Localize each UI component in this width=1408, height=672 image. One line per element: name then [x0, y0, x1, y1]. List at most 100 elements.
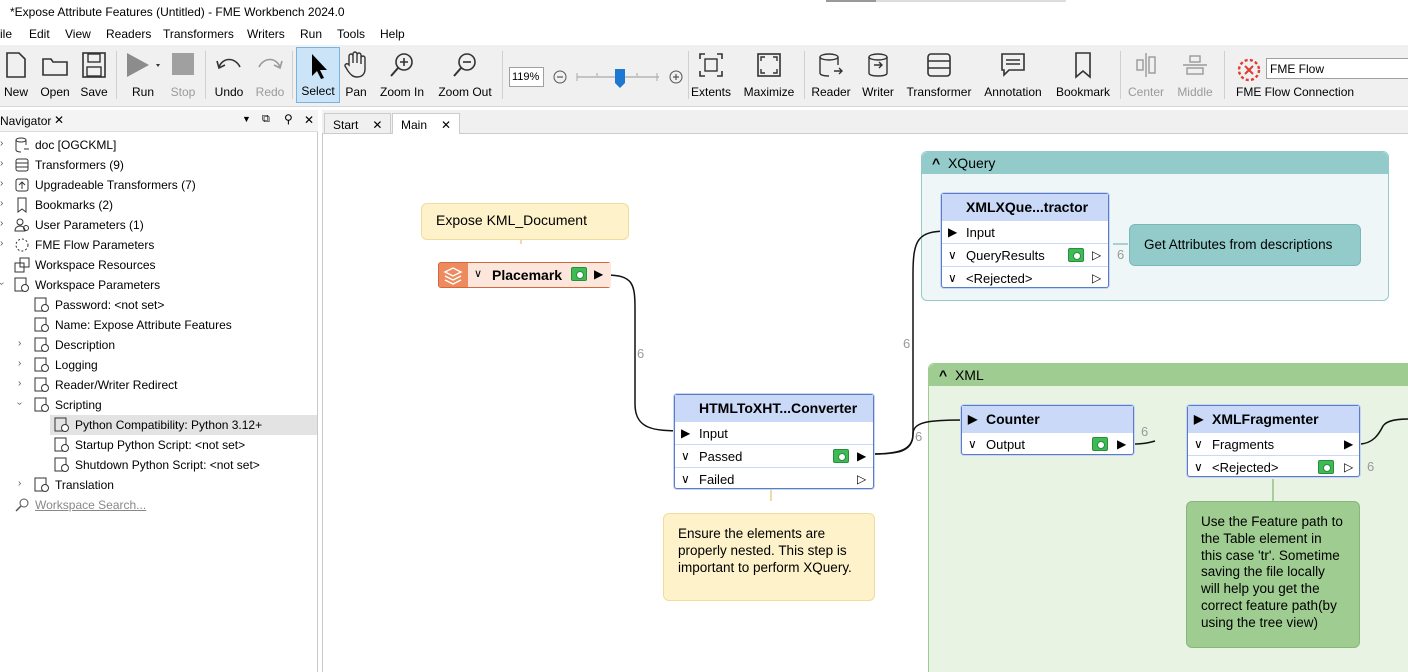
menu-run[interactable]: Run: [300, 27, 323, 41]
annotation-ensure-nested[interactable]: Ensure the elements are properly nested.…: [663, 513, 875, 601]
nav-item-user-parameters[interactable]: User Parameters (1): [14, 215, 144, 235]
expand-icon[interactable]: ›: [18, 478, 22, 489]
workspace-canvas[interactable]: ^ XQuery ^ XML 6 6 6 6 6 6 Expose KML_Do…: [322, 134, 1408, 672]
menu-transformers[interactable]: Transformers: [163, 27, 234, 41]
navigator-close-icon[interactable]: ✕: [54, 113, 65, 127]
annotation-feature-path[interactable]: Use the Feature path to the Table elemen…: [1186, 501, 1360, 648]
writer-button[interactable]: Writer: [858, 47, 898, 103]
expand-icon[interactable]: ›: [0, 138, 4, 149]
output-arrow-icon[interactable]: ▷: [1344, 460, 1354, 474]
extents-button[interactable]: Extents: [690, 47, 732, 103]
output-arrow-icon[interactable]: ▷: [1092, 271, 1102, 285]
tab-main[interactable]: Main✕: [392, 113, 461, 134]
nav-item-password[interactable]: Password: <not set>: [34, 295, 164, 315]
nav-item-workspace-resources[interactable]: Workspace Resources: [14, 255, 156, 275]
middle-button[interactable]: Middle: [1172, 47, 1218, 103]
nav-item-upgradeable[interactable]: Upgradeable Transformers (7): [14, 175, 196, 195]
nav-item-scripting[interactable]: Scripting: [34, 395, 102, 415]
output-arrow-icon[interactable]: ▷: [857, 472, 867, 486]
fme-flow-connection-button[interactable]: FME Flow Connection: [1230, 47, 1360, 103]
eye-inspect-icon[interactable]: [833, 449, 849, 463]
expand-icon[interactable]: ›: [0, 198, 4, 209]
nav-item-transformers[interactable]: Transformers (9): [14, 155, 124, 175]
menu-readers[interactable]: Readers: [106, 27, 152, 41]
close-panel-icon[interactable]: ✕: [304, 113, 315, 127]
eye-inspect-icon[interactable]: [1092, 437, 1108, 451]
output-arrow-icon[interactable]: ▶: [1117, 437, 1127, 451]
chevron-down-icon[interactable]: ∨: [474, 268, 483, 280]
stop-button[interactable]: Stop: [168, 47, 198, 103]
transformer-button[interactable]: Transformer: [902, 47, 976, 103]
output-port-passed[interactable]: ∨Passed▶: [675, 444, 873, 467]
output-port-arrow-icon[interactable]: ▶: [594, 267, 604, 281]
tab-start[interactable]: Start✕: [324, 113, 392, 134]
select-button[interactable]: Select: [296, 47, 340, 103]
zoom-out-button[interactable]: Zoom Out: [434, 47, 496, 103]
bookmark-xml-header[interactable]: ^ XML: [929, 364, 1408, 386]
collapse-icon[interactable]: ^: [939, 367, 948, 383]
menu-writers[interactable]: Writers: [247, 27, 285, 41]
collapse-icon[interactable]: ›: [14, 401, 26, 406]
output-port-queryresults[interactable]: ∨QueryResults▷: [942, 243, 1108, 266]
expand-icon[interactable]: ›: [0, 158, 4, 169]
annotation-button[interactable]: Annotation: [980, 47, 1046, 103]
run-button[interactable]: Run: [120, 47, 166, 103]
nav-item-fme-flow-parameters[interactable]: FME Flow Parameters: [14, 235, 154, 255]
menu-file[interactable]: ile: [0, 27, 13, 41]
expand-icon[interactable]: ›: [0, 178, 4, 189]
collapse-icon[interactable]: ›: [0, 282, 7, 285]
transformer-title[interactable]: HTMLToXHT...Converter: [675, 395, 873, 421]
new-button[interactable]: New: [0, 47, 32, 103]
annotation-get-attributes[interactable]: Get Attributes from descriptions: [1129, 224, 1361, 266]
expand-icon[interactable]: ›: [18, 358, 22, 369]
bookmark-xquery-header[interactable]: ^ XQuery: [922, 152, 1388, 174]
nav-item-doc[interactable]: doc [OGCKML]: [14, 135, 116, 155]
eye-inspect-icon[interactable]: [1068, 248, 1084, 262]
input-port[interactable]: ▶Input: [942, 220, 1108, 243]
eye-inspect-icon[interactable]: [1318, 460, 1334, 474]
output-arrow-icon[interactable]: ▷: [1092, 248, 1102, 262]
expand-icon[interactable]: ›: [0, 218, 4, 229]
expand-icon[interactable]: ›: [18, 338, 22, 349]
float-window-icon[interactable]: ⧉: [262, 113, 270, 125]
close-tab-icon[interactable]: ✕: [372, 118, 383, 132]
fme-flow-select[interactable]: FME Flow: [1266, 58, 1408, 79]
transformer-xmlfragmenter[interactable]: ▶XMLFragmenter ∨Fragments▶ ∨<Rejected>▷: [1187, 405, 1360, 477]
output-port-output[interactable]: ∨Output▶: [962, 432, 1133, 455]
collapse-icon[interactable]: ^: [932, 155, 941, 171]
eye-inspect-icon[interactable]: [571, 267, 587, 281]
transformer-title[interactable]: ▶XMLFragmenter: [1188, 406, 1359, 432]
output-port-failed[interactable]: ∨Failed▷: [675, 467, 873, 490]
zoom-slider[interactable]: [551, 67, 687, 89]
save-button[interactable]: Save: [76, 47, 112, 103]
menu-tools[interactable]: Tools: [337, 27, 366, 41]
nav-item-workspace-parameters[interactable]: Workspace Parameters: [14, 275, 160, 295]
open-button[interactable]: Open: [36, 47, 74, 103]
expand-icon[interactable]: ›: [18, 378, 22, 389]
nav-item-description[interactable]: Description: [34, 335, 115, 355]
menu-view[interactable]: View: [65, 27, 91, 41]
undo-button[interactable]: Undo: [210, 47, 248, 103]
transformer-counter[interactable]: ▶Counter ∨Output▶: [961, 405, 1134, 455]
transformer-title[interactable]: ▶Counter: [962, 406, 1133, 432]
transformer-title[interactable]: XMLXQue...tractor: [942, 194, 1108, 220]
output-port-rejected[interactable]: ∨<Rejected>▷: [1188, 455, 1359, 478]
navigator-menu-icon[interactable]: ▼: [242, 114, 251, 124]
pan-button[interactable]: Pan: [342, 47, 370, 103]
center-button[interactable]: Center: [1124, 47, 1168, 103]
transformer-xmlxqueryextractor[interactable]: XMLXQue...tractor ▶Input ∨QueryResults▷ …: [941, 193, 1109, 288]
nav-item-workspace-search[interactable]: Workspace Search...: [14, 495, 146, 515]
nav-item-bookmarks[interactable]: Bookmarks (2): [14, 195, 113, 215]
annotation-expose-kml[interactable]: Expose KML_Document: [421, 203, 629, 240]
expand-icon[interactable]: ›: [0, 238, 4, 249]
nav-item-shutdown-script[interactable]: Shutdown Python Script: <not set>: [54, 455, 260, 475]
output-arrow-icon[interactable]: ▶: [1344, 437, 1354, 451]
nav-item-redirect[interactable]: Reader/Writer Redirect: [34, 375, 177, 395]
redo-button[interactable]: Redo: [252, 47, 288, 103]
menu-edit[interactable]: Edit: [29, 27, 50, 41]
input-port[interactable]: ▶Input: [675, 421, 873, 444]
transformer-htmltoxhtmlconverter[interactable]: HTMLToXHT...Converter ▶Input ∨Passed▶ ∨F…: [674, 394, 874, 489]
reader-button[interactable]: Reader: [808, 47, 854, 103]
nav-item-translation[interactable]: Translation: [34, 475, 114, 495]
menu-help[interactable]: Help: [380, 27, 405, 41]
